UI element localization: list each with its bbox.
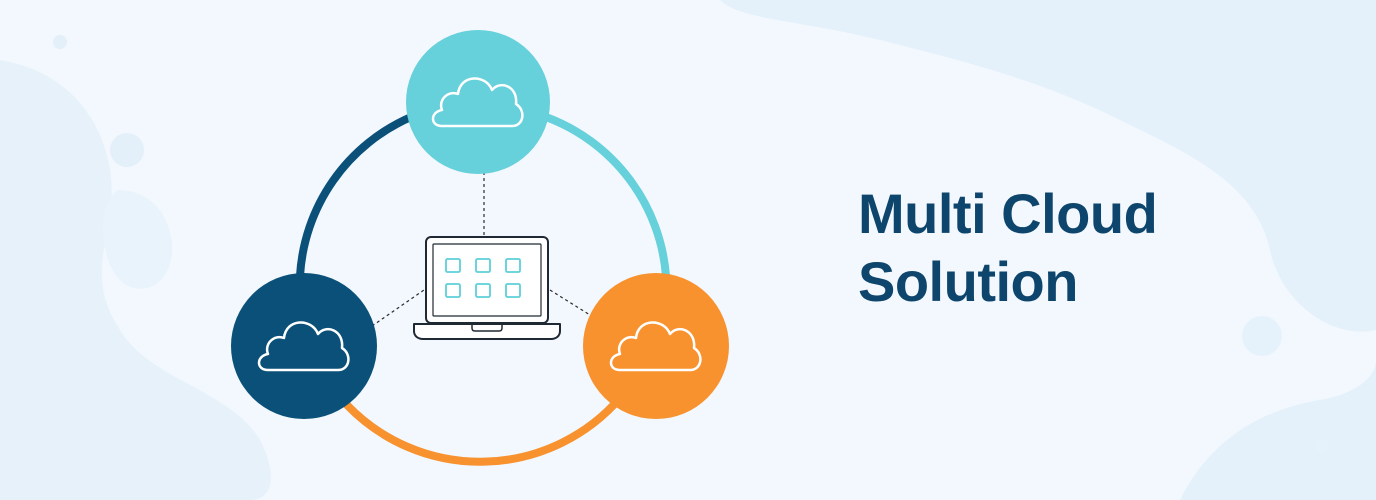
cloud-node-orange [583,273,729,419]
app-grid [445,258,521,298]
background-blob-top-right [720,0,1376,332]
page-title: Multi Cloud Solution [858,180,1318,316]
app-tile [445,283,461,298]
background-dot [1242,316,1282,356]
cloud-node-teal [406,30,550,174]
app-tile [505,283,521,298]
title-line-2: Solution [858,250,1078,313]
background-dot [53,35,67,49]
laptop-icon [413,236,561,340]
connector-line-left [371,289,425,327]
cloud-icon [609,321,702,372]
background-dot [1315,439,1329,453]
cloud-icon [257,321,350,372]
cloud-node-navy [231,273,377,419]
background-dot [110,133,144,167]
background-blob-inner [102,190,173,289]
app-tile [475,283,491,298]
app-tile [445,258,461,273]
cloud-icon [431,77,524,128]
ring-arc-teal [542,113,670,280]
background-blob-bottom-right [1180,360,1376,500]
title-line-1: Multi Cloud [858,182,1158,245]
app-tile [505,258,521,273]
ring-arc-navy [296,113,415,280]
background-blob-left [0,60,271,500]
app-tile [475,258,491,273]
ring-arc-orange [343,394,624,466]
